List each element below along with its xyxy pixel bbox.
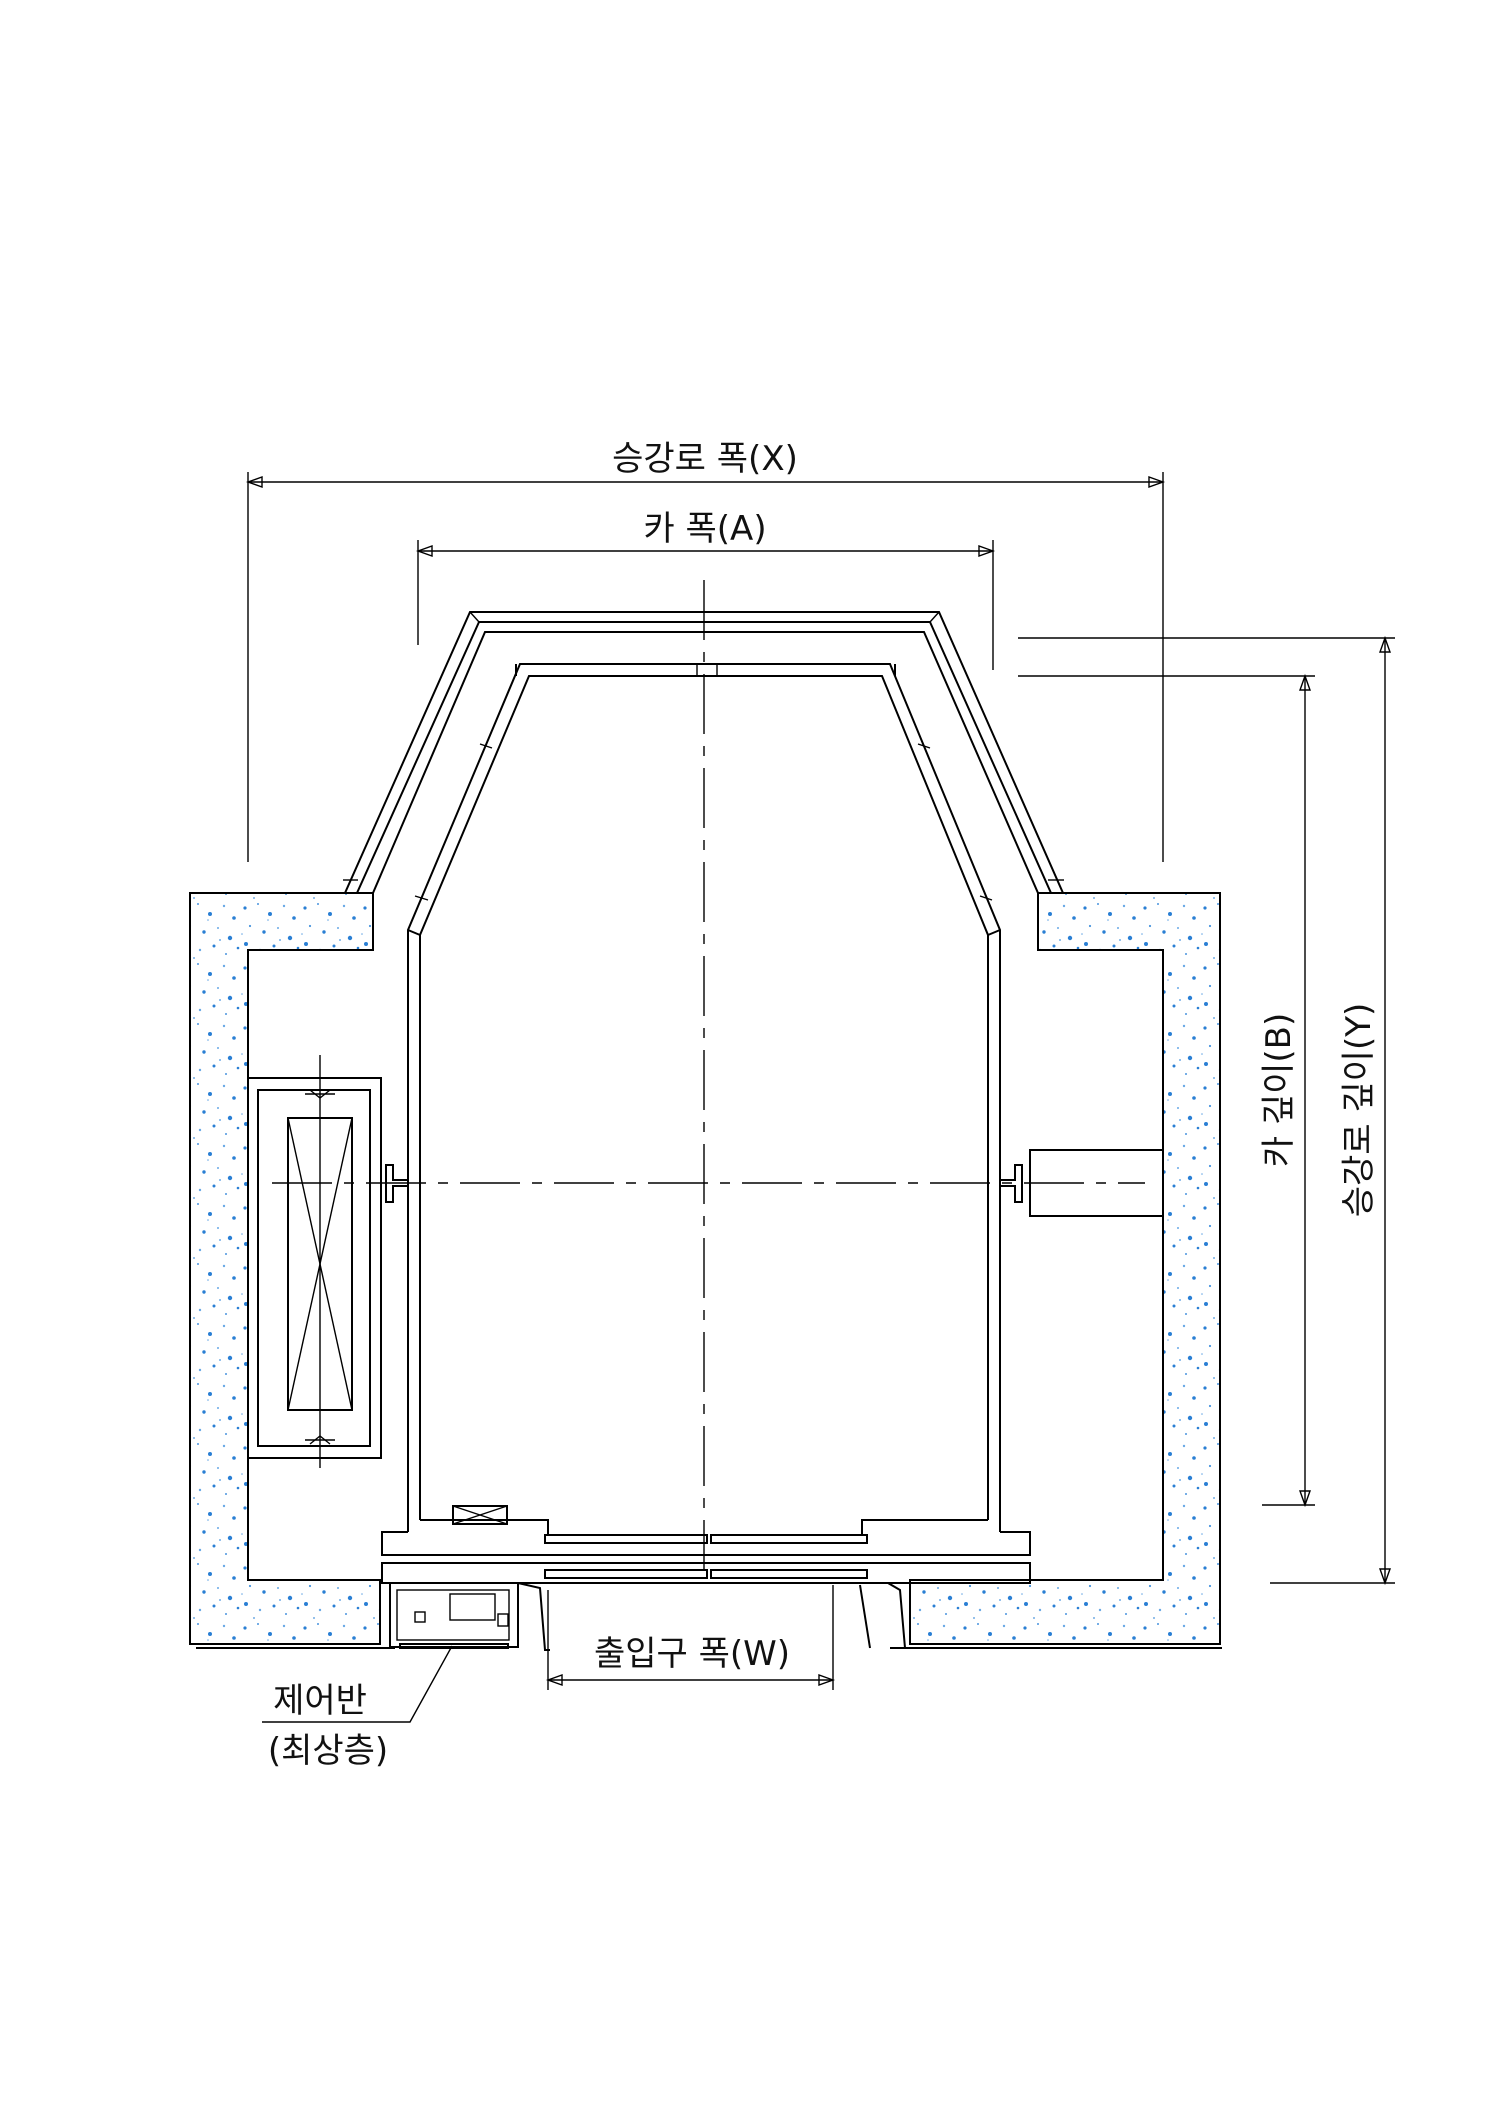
- label-entrance-width: 출입구 폭(W): [594, 1634, 790, 1674]
- label-car-depth: 카 깊이(B): [1259, 1013, 1299, 1168]
- label-control-panel: 제어반: [273, 1681, 367, 1721]
- wall-right: [909, 892, 1221, 1645]
- control-panel: [389, 1582, 519, 1648]
- label-control-panel-sub: (최상층): [268, 1731, 388, 1771]
- label-hoistway-depth: 승강로 깊이(Y): [1339, 1003, 1379, 1218]
- door-operator-box: [452, 1505, 508, 1525]
- label-hoistway-width: 승강로 폭(X): [612, 439, 798, 479]
- rail-right: [999, 1164, 1023, 1203]
- label-car-width: 카 폭(A): [643, 509, 766, 549]
- wall-left: [189, 892, 381, 1645]
- rail-left: [385, 1164, 409, 1203]
- counterweight-frame: [247, 1077, 382, 1459]
